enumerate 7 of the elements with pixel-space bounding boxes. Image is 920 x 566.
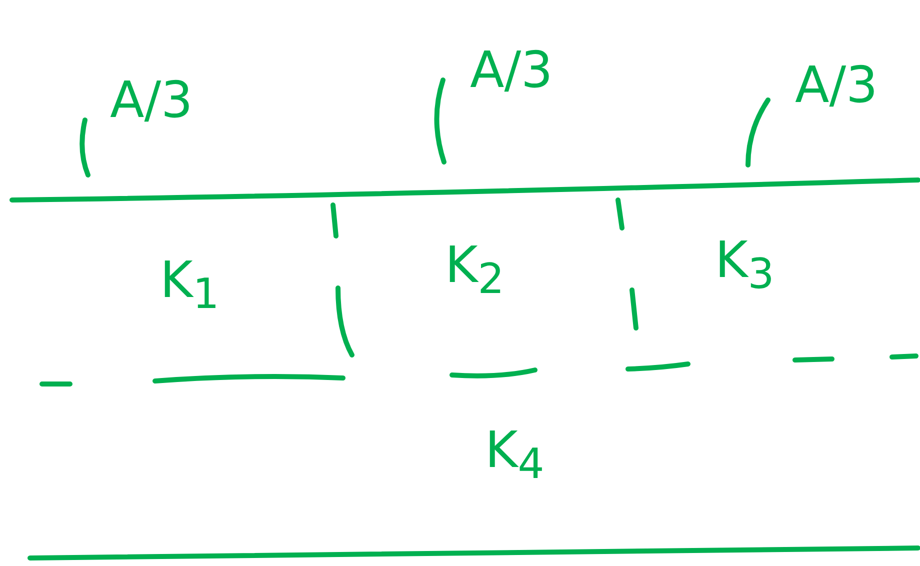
fraction-label: A/3 (470, 45, 553, 95)
fraction-label: A/3 (795, 60, 878, 110)
region-label: K$_{4}$ (485, 425, 544, 485)
region-label: K$_{2}$ (445, 240, 504, 300)
fraction-label: A/3 (110, 75, 193, 125)
region-label: K$_{3}$ (715, 235, 774, 295)
region-label: K$_{1}$ (160, 255, 220, 315)
